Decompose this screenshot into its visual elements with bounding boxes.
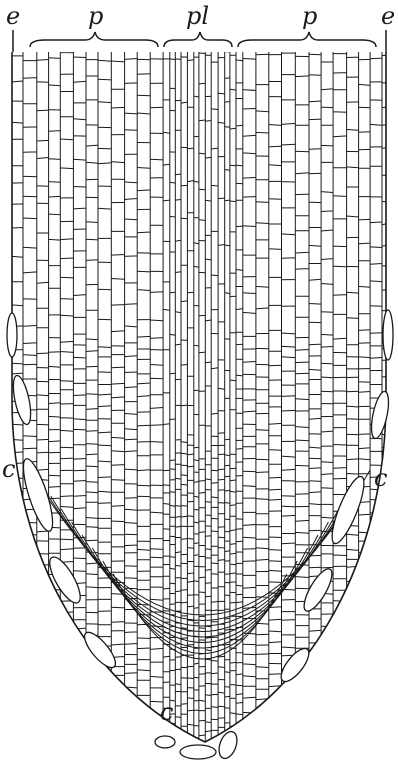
periblem-right-brace [238, 32, 376, 47]
label-plerome: pl [186, 2, 209, 30]
cell-walls [12, 52, 386, 761]
cap-cell [80, 628, 121, 672]
label-cap-bottom: c [160, 698, 173, 726]
cap-cell [155, 736, 175, 748]
label-epidermis-right: e [381, 2, 395, 30]
cell-network [12, 52, 386, 761]
brackets [13, 30, 386, 52]
periblem-left-brace [30, 32, 158, 47]
label-cap-left: c [2, 455, 15, 483]
cap-cell [383, 310, 393, 360]
cap-cell [7, 313, 17, 357]
label-epidermis-left: e [6, 2, 20, 30]
label-periblem-right: p [302, 2, 317, 30]
cap-cell [18, 456, 59, 534]
plerome-brace [164, 32, 232, 47]
cap-cell [10, 374, 34, 426]
label-cap-right: c [374, 464, 387, 492]
label-periblem-left: p [88, 2, 103, 30]
cap-cell [299, 565, 337, 615]
cap-cell [180, 745, 216, 759]
